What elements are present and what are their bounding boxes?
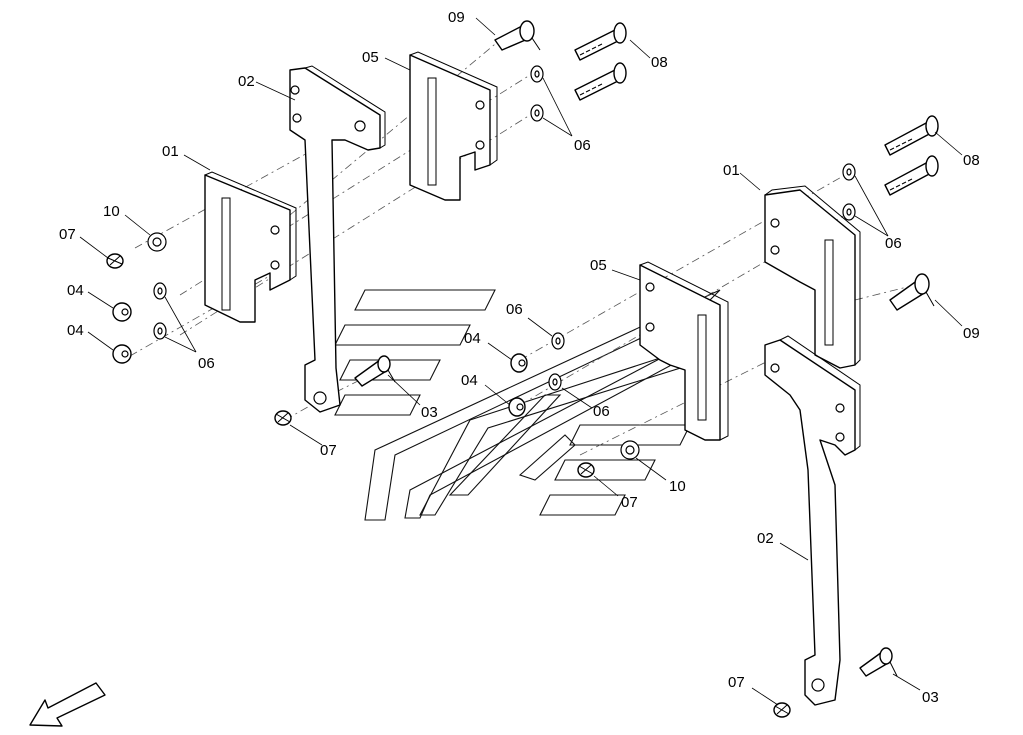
part-03-pin-right	[859, 647, 898, 677]
label-06-left: 06	[198, 355, 215, 372]
label-10-right: 10	[669, 478, 686, 495]
part-01-left-plate	[204, 171, 297, 323]
part-06-washers-left	[153, 282, 167, 340]
label-04-left-bottom: 04	[67, 322, 84, 339]
label-02-left: 02	[238, 73, 255, 90]
part-07-clip-left	[106, 253, 124, 269]
part-10-washer-right	[620, 440, 640, 460]
part-09-top-pin	[494, 20, 541, 51]
front-direction-arrow-icon	[29, 682, 106, 727]
label-07-left: 07	[59, 226, 76, 243]
part-01-right-plate	[764, 185, 861, 369]
label-05-right: 05	[590, 257, 607, 274]
part-08-bolts-left	[574, 22, 627, 101]
part-05-right-bracket	[639, 261, 729, 441]
label-01-right: 01	[723, 162, 740, 179]
label-05-left: 05	[362, 49, 379, 66]
part-07-clip-center	[577, 462, 595, 478]
label-10-left: 10	[103, 203, 120, 220]
label-01-left: 01	[162, 143, 179, 160]
part-02-right-arm	[764, 335, 861, 706]
part-06-washers-top	[530, 65, 544, 122]
label-06-top: 06	[574, 137, 591, 154]
label-08-right: 08	[963, 152, 980, 169]
part-07-clip-right	[773, 702, 791, 718]
label-06-center-bottom: 06	[593, 403, 610, 420]
label-09-top: 09	[448, 9, 465, 26]
label-06-right: 06	[885, 235, 902, 252]
part-04-nuts-left	[112, 302, 132, 364]
part-07-clip-mid	[274, 410, 292, 426]
part-04-nuts-center	[508, 353, 528, 417]
label-07-center: 07	[621, 494, 638, 511]
label-02-right: 02	[757, 530, 774, 547]
part-09-pin-right	[889, 273, 935, 311]
label-07-mid: 07	[320, 442, 337, 459]
part-10-washer-left	[147, 232, 167, 252]
part-06-washers-center	[548, 332, 565, 391]
label-08-top: 08	[651, 54, 668, 71]
part-08-bolts-right	[884, 115, 939, 196]
part-02-left-arm	[289, 65, 386, 413]
label-04-center-top: 04	[464, 330, 481, 347]
label-03-right: 03	[922, 689, 939, 706]
label-03-left: 03	[421, 404, 438, 421]
part-05-left-bracket	[409, 51, 498, 201]
label-09-right: 09	[963, 325, 980, 342]
label-06-center-top: 06	[506, 301, 523, 318]
part-06-washers-right	[842, 163, 856, 221]
part-03-pin-left	[354, 355, 396, 387]
label-07-right: 07	[728, 674, 745, 691]
label-04-center-bottom: 04	[461, 372, 478, 389]
label-04-left-top: 04	[67, 282, 84, 299]
